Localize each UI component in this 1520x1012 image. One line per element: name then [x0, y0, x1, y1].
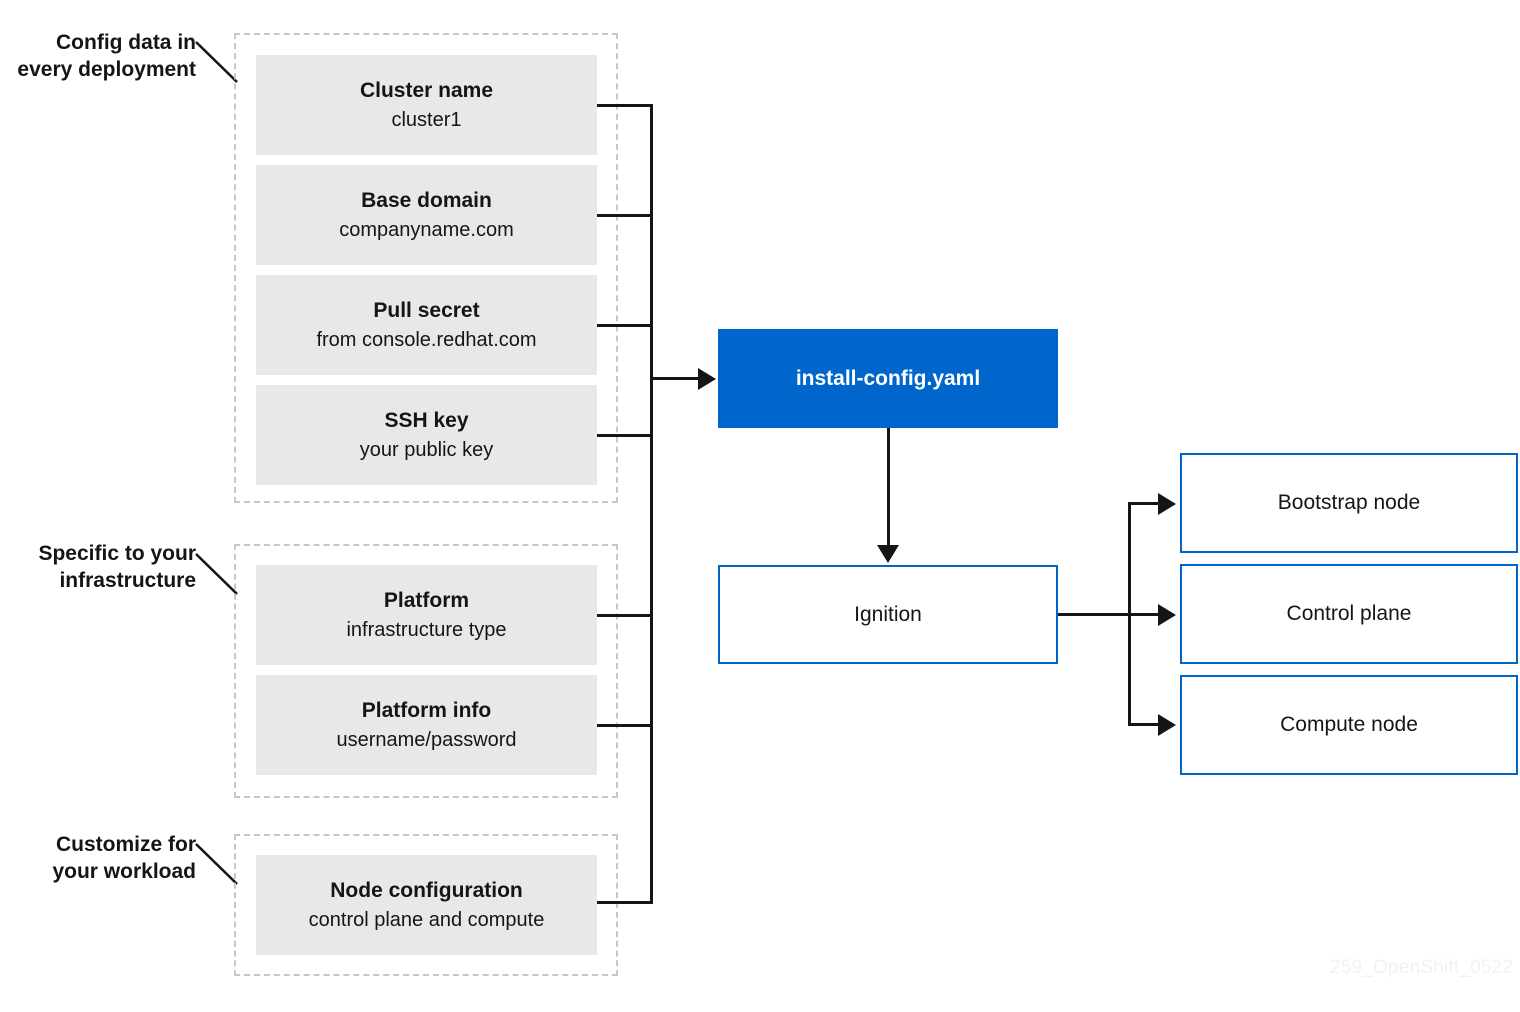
arrowhead-control-plane — [1158, 604, 1176, 626]
card-platform-info: Platform info username/password — [256, 675, 597, 775]
watermark-label: 259_OpenShift_0522 — [1330, 957, 1514, 978]
connector-node-configuration-stub — [597, 901, 653, 904]
card-platform-info-sub: username/password — [336, 729, 517, 752]
node-compute-node-label: Compute node — [1280, 713, 1418, 736]
connector-cluster-name-stub — [597, 104, 653, 107]
callout-workload-leader — [195, 843, 238, 885]
card-ssh-key: SSH key your public key — [256, 385, 597, 485]
callout-infrastructure-leader — [195, 553, 238, 595]
node-ignition-label: Ignition — [854, 602, 922, 626]
card-platform-title: Platform — [383, 588, 470, 612]
card-platform-sub: infrastructure type — [346, 619, 507, 642]
callout-config-data-label: Config data in every deployment — [17, 31, 196, 81]
node-bootstrap-node-label: Bootstrap node — [1277, 491, 1421, 514]
arrowhead-install-config — [698, 368, 716, 390]
card-node-configuration-sub: control plane and compute — [308, 909, 545, 932]
card-ssh-key-sub: your public key — [359, 439, 494, 462]
node-control-plane-label: Control plane — [1286, 602, 1412, 625]
card-base-domain-sub: companyname.com — [339, 219, 514, 242]
connector-bus-to-install-config — [650, 377, 700, 380]
card-cluster-name-sub: cluster1 — [391, 109, 462, 132]
connector-ssh-key-stub — [597, 434, 653, 437]
card-base-domain-title: Base domain — [361, 188, 492, 212]
card-cluster-name: Cluster name cluster1 — [256, 55, 597, 155]
connector-ignition-out — [1058, 613, 1163, 616]
group-infrastructure — [234, 544, 618, 798]
card-pull-secret: Pull secret from console.redhat.com — [256, 275, 597, 375]
connector-right-bus — [1128, 502, 1131, 725]
card-platform-info-title: Platform info — [361, 698, 492, 722]
card-cluster-name-title: Cluster name — [359, 78, 494, 102]
node-install-config-label: install-config.yaml — [795, 366, 981, 390]
node-compute-node[interactable]: Compute node — [1180, 675, 1518, 775]
group-config-data — [234, 33, 618, 503]
connector-install-config-to-ignition — [887, 428, 890, 547]
node-control-plane[interactable]: Control plane — [1180, 564, 1518, 664]
connector-platform-stub — [597, 614, 653, 617]
connector-left-bus — [650, 104, 653, 904]
arrowhead-compute-node — [1158, 714, 1176, 736]
card-ssh-key-title: SSH key — [384, 408, 469, 432]
group-workload — [234, 834, 618, 976]
connector-to-bootstrap-node — [1128, 502, 1163, 505]
card-node-configuration: Node configuration control plane and com… — [256, 855, 597, 955]
connector-to-compute-node — [1128, 723, 1163, 726]
card-pull-secret-sub: from console.redhat.com — [316, 329, 537, 352]
connector-base-domain-stub — [597, 214, 653, 217]
connector-platform-info-stub — [597, 724, 653, 727]
node-install-config[interactable]: install-config.yaml — [718, 329, 1058, 428]
node-ignition[interactable]: Ignition — [718, 565, 1058, 664]
card-base-domain: Base domain companyname.com — [256, 165, 597, 265]
arrowhead-bootstrap-node — [1158, 493, 1176, 515]
card-node-configuration-title: Node configuration — [330, 878, 523, 902]
callout-workload-label: Customize for your workload — [52, 833, 196, 883]
node-bootstrap-node[interactable]: Bootstrap node — [1180, 453, 1518, 553]
connector-pull-secret-stub — [597, 324, 653, 327]
callout-config-data-leader — [195, 41, 238, 83]
callout-infrastructure-label: Specific to your infrastructure — [38, 542, 196, 592]
arrowhead-ignition — [877, 545, 899, 563]
card-platform: Platform infrastructure type — [256, 565, 597, 665]
card-pull-secret-title: Pull secret — [373, 298, 480, 322]
